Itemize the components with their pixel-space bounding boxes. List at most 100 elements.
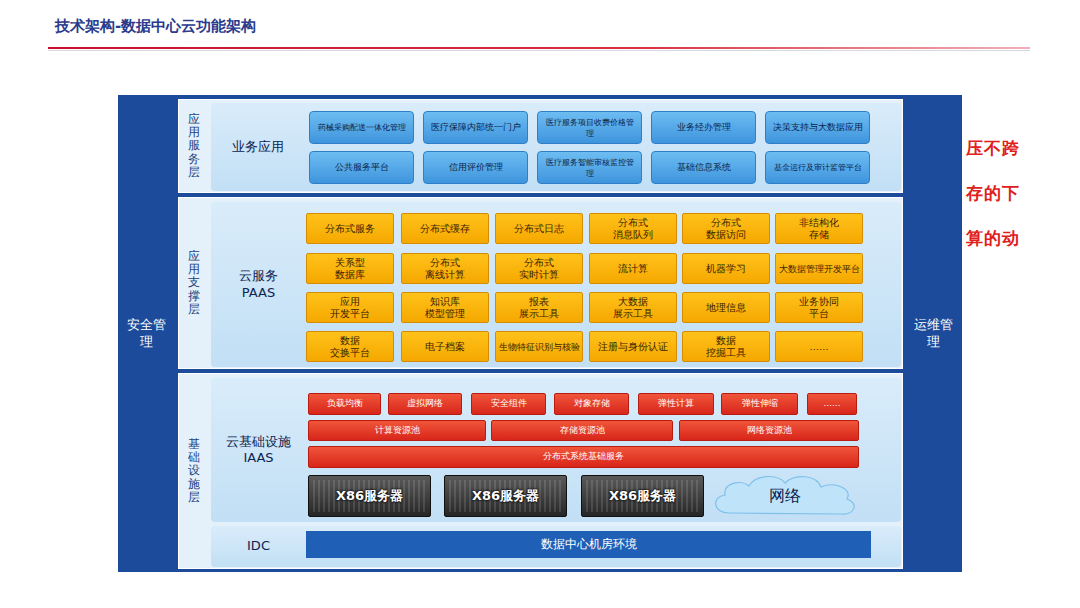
box-label: 数据中心机房环境 (541, 536, 637, 553)
box-label: 医疗服务项目收费价格管理 (538, 117, 641, 137)
box-label: 运维管理 (913, 317, 955, 351)
box-label: 报表 展示工具 (514, 296, 563, 319)
paas-box: 分布式缓存 (401, 213, 489, 244)
box-label: 数据 交换平台 (325, 335, 374, 358)
box-label: 分布式 离线计算 (420, 257, 469, 280)
box-label: 分布式 消息队列 (608, 217, 657, 240)
box-label: 信用评价管理 (444, 162, 508, 173)
paas-box: 分布式服务 (306, 213, 394, 244)
iaas-box: 对象存储 (554, 393, 629, 415)
box-label: 业务协同 平台 (794, 296, 843, 319)
iaas-box: 计算资源池 (308, 420, 486, 441)
box-label: 业务经办管理 (672, 122, 736, 133)
iaas-box: 弹性计算 (638, 393, 714, 415)
box-label: 分布式日志 (514, 223, 564, 234)
paas-box: 应用 开发平台 (306, 292, 394, 323)
box-label: X86服务器 (472, 487, 539, 505)
layer-panel: 云基础设施 IAAS 负载均衡 虚拟网络 安全组件 对象存储 弹性计算 弹性伸缩 …… 计算资源… (211, 378, 901, 522)
network-cloud: 网络 (709, 473, 861, 519)
paas-box: 分布式 消息队列 (589, 213, 677, 244)
layer-name: 应用支撑层 (188, 250, 200, 316)
layer-panel: IDC 数据中心机房环境 (211, 526, 901, 567)
business-box: 药械采购配送一体化管理 (309, 111, 414, 144)
business-box: 业务经办管理 (651, 111, 756, 144)
server-box: X86服务器 (581, 475, 704, 517)
box-label: 网络资源池 (747, 426, 792, 435)
band-label-strip: 应用支撑层 (179, 198, 209, 368)
panel-title: 业务应用 (222, 139, 295, 155)
box-label: 医疗服务智能审核监控管理 (538, 157, 641, 177)
paas-box: 大数据 展示工具 (589, 292, 677, 323)
paas-box: 数据 交换平台 (306, 331, 394, 362)
box-label: 非结构化 存储 (794, 217, 843, 240)
layer-panel: 云服务 PAAS分布式服务 分布式缓存 分布式日志 分布式 消息队列 分布式 数据访问 非… (211, 202, 901, 367)
paas-box: 生物特征识别与核验 (495, 331, 583, 362)
box-label: 公共服务平台 (330, 162, 394, 173)
business-box: 决策支持与大数据应用 (765, 111, 870, 144)
band-label-strip: 应用服务层 (179, 100, 209, 192)
paas-box: 业务协同 平台 (775, 292, 863, 323)
box-label: 流计算 (618, 263, 648, 274)
band-label-strip: 基础设施层 (179, 374, 209, 568)
paas-box: 电子档案 (401, 331, 489, 362)
box-label: 基金运行及审计监管平台 (769, 162, 867, 173)
iaas-box: 安全组件 (471, 393, 546, 415)
server-box: X86服务器 (444, 475, 567, 517)
box-label: X86服务器 (609, 487, 676, 505)
panel-label-area: 业务应用 (211, 103, 306, 191)
box-label: 大数据管理开发平台 (779, 263, 860, 274)
box-label: 分布式 数据访问 (701, 217, 750, 240)
panel-title: 云基础设施 IAAS (222, 434, 295, 467)
box-label: 安全管理 (126, 317, 168, 351)
iaas-box: …… (807, 393, 857, 415)
paas-box: 分布式 离线计算 (401, 253, 489, 284)
box-label: 虚拟网络 (407, 399, 443, 408)
paas-box: 分布式 实时计算 (495, 253, 583, 284)
outer-frame (118, 95, 962, 572)
layer-band: 基础设施层 云基础设施 IAAS 负载均衡 虚拟网络 安全组件 对象存储 弹性计算 弹性伸缩 …… (178, 373, 903, 569)
box-label: …… (810, 341, 829, 352)
management-column: 安全管理 (118, 95, 175, 572)
paas-box: 地理信息 (682, 292, 770, 323)
business-box: 医疗保障内部统一门户 (423, 111, 528, 144)
box-label: 大数据 展示工具 (608, 296, 657, 319)
box-label: 对象存储 (574, 399, 610, 408)
layer-name: 基础设施层 (188, 438, 200, 504)
box-label: 弹性计算 (658, 399, 694, 408)
idc-bar: 数据中心机房环境 (306, 531, 871, 558)
paas-box: 关系型 数据库 (306, 253, 394, 284)
box-label: 关系型 数据库 (325, 257, 374, 280)
slogan-label: 算的动 (966, 227, 1020, 250)
server-box: X86服务器 (308, 475, 431, 517)
iaas-box: 弹性伸缩 (721, 393, 798, 415)
paas-box: 非结构化 存储 (775, 213, 863, 244)
layer-band: 应用支撑层云服务 PAAS分布式服务分布式缓存分布式日志分布式 消息队列分布式 … (178, 197, 903, 369)
iaas-box: 存储资源池 (491, 420, 673, 441)
panel-label-area: 云服务 PAAS (211, 202, 306, 367)
paas-box: 分布式 数据访问 (682, 213, 770, 244)
box-label: 分布式缓存 (420, 223, 470, 234)
box-label: X86服务器 (336, 487, 403, 505)
box-label: 分布式 实时计算 (514, 257, 563, 280)
box-label: 安全组件 (491, 399, 527, 408)
box-label: 医疗保障内部统一门户 (426, 122, 526, 133)
paas-box: 分布式日志 (495, 213, 583, 244)
panel-label-area: IDC (211, 526, 306, 567)
box-label: 药械采购配送一体化管理 (313, 122, 411, 133)
box-label: 注册与身份认证 (598, 341, 668, 352)
layer-band: 应用服务层业务应用 药械采购配送一体化管理 医疗保障内部统一门户 医疗服务项目收费价格… (178, 99, 903, 193)
panel-title: IDC (222, 538, 295, 554)
cloud-outline (716, 477, 854, 515)
box-label: 弹性伸缩 (742, 399, 778, 408)
layer-panel: 业务应用 药械采购配送一体化管理 医疗保障内部统一门户 医疗服务项目收费价格管理 业务经… (211, 103, 901, 191)
box-label: 负载均衡 (327, 399, 363, 408)
box-label: 应用 开发平台 (325, 296, 374, 319)
paas-box: 知识库 模型管理 (401, 292, 489, 323)
paas-box: 大数据管理开发平台 (775, 253, 863, 284)
box-label: 机器学习 (706, 263, 746, 274)
slogan-label: 存的下 (966, 182, 1020, 205)
slogan-label: 压不跨 (966, 137, 1020, 160)
box-label: 生物特征识别与核验 (499, 341, 580, 352)
management-column: 运维管理 (905, 95, 962, 572)
iaas-box: 分布式系统基础服务 (308, 446, 859, 468)
